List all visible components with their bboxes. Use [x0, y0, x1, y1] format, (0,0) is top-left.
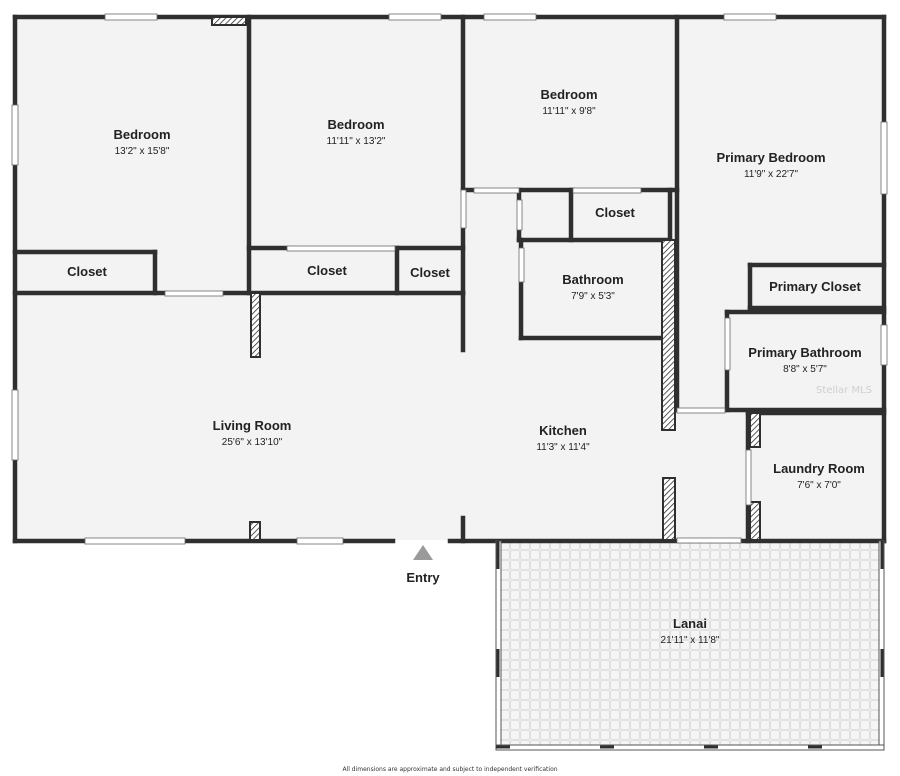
kitchen-dims: 11'3" x 11'4" [536, 442, 590, 453]
bedroom-3-dims: 11'11" x 9'8" [542, 106, 596, 117]
living-room-dims: 25'6" x 13'10" [222, 437, 283, 448]
primary-bedroom-dims: 11'9" x 22'7" [744, 169, 799, 180]
primary-bathroom-name: Primary Bathroom [748, 345, 861, 360]
laundry-room-dims: 7'6" x 7'0" [797, 480, 841, 491]
windows [11, 13, 888, 545]
primary-closet-name: Primary Closet [769, 279, 861, 294]
room-labels: Bedroom 13'2" x 15'8" Bedroom 11'11" x 1… [67, 87, 872, 773]
entry-arrow-icon [413, 545, 433, 560]
closet-1-name: Closet [67, 264, 107, 279]
closet-4-name: Closet [595, 205, 635, 220]
house-floor [16, 17, 882, 540]
laundry-room-name: Laundry Room [773, 461, 865, 476]
kitchen-name: Kitchen [539, 423, 587, 438]
closet-3-name: Closet [410, 265, 450, 280]
bedroom-1-dims: 13'2" x 15'8" [115, 146, 170, 157]
bedroom-2-name: Bedroom [327, 117, 384, 132]
bathroom-dims: 7'9" x 5'3" [571, 291, 615, 302]
bedroom-3-name: Bedroom [540, 87, 597, 102]
primary-bathroom-dims: 8'8" x 5'7" [783, 364, 827, 375]
bedroom-2-dims: 11'11" x 13'2" [327, 136, 386, 147]
hatched-walls [211, 16, 761, 541]
lanai-walls [495, 540, 885, 751]
lanai-name: Lanai [673, 616, 707, 631]
lanai-dims: 21'11" x 11'8" [661, 635, 720, 646]
disclaimer-text: All dimensions are approximate and subje… [342, 766, 557, 773]
bathroom-name: Bathroom [562, 272, 623, 287]
primary-bedroom-name: Primary Bedroom [716, 150, 825, 165]
bedroom-1-name: Bedroom [113, 127, 170, 142]
living-room-name: Living Room [213, 418, 292, 433]
entry-label: Entry [406, 570, 440, 585]
lanai-floor [499, 541, 882, 748]
closet-2-name: Closet [307, 263, 347, 278]
watermark: Stellar MLS [816, 385, 872, 396]
walls [12, 14, 887, 544]
